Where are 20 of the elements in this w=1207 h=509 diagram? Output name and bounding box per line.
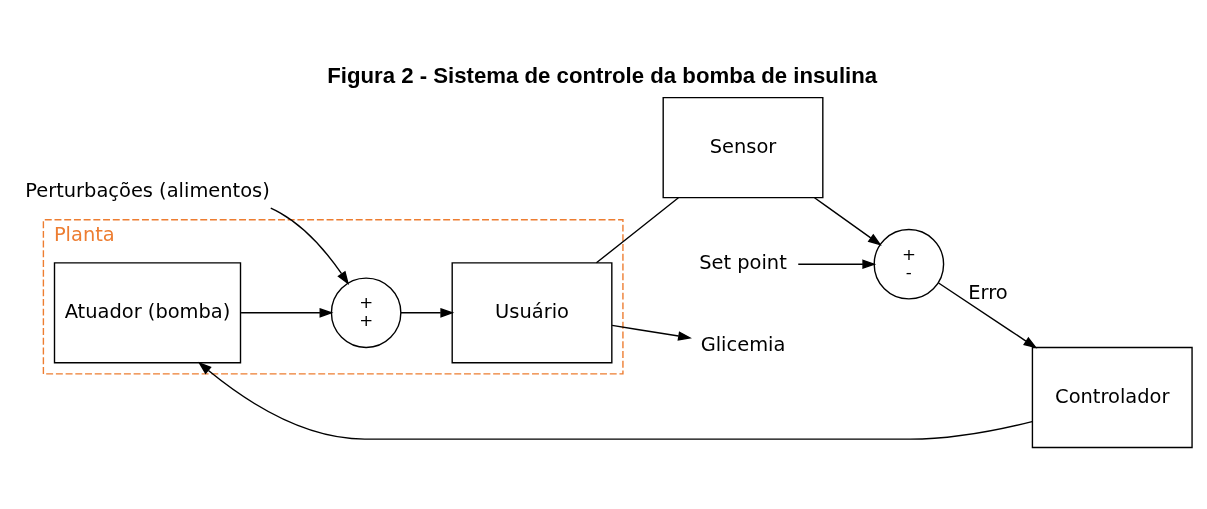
arrow: [197, 361, 1033, 440]
node-box: Controlador: [1031, 346, 1193, 449]
node-box: Usuário: [451, 262, 613, 364]
node-circle: + -: [873, 228, 945, 300]
node-circle: + +: [330, 277, 402, 349]
arrow: [797, 259, 877, 270]
arrow: [400, 307, 455, 318]
edge-label: Erro: [968, 281, 1008, 305]
node-text: Perturbações (alimentos): [25, 179, 270, 203]
connector: [595, 197, 680, 264]
arrow: [240, 307, 334, 318]
node-box: Sensor: [662, 96, 824, 199]
arrow: [270, 207, 350, 285]
node-text: Set point: [699, 251, 787, 275]
node-box: Atuador (bomba): [53, 262, 242, 364]
diagram-title: Figura 2 - Sistema de controle da bomba de insulina: [327, 63, 878, 89]
arrow: [813, 197, 882, 246]
node-text: Glicemia: [700, 333, 786, 357]
arrow: [937, 282, 1038, 349]
arrow: [611, 324, 692, 341]
